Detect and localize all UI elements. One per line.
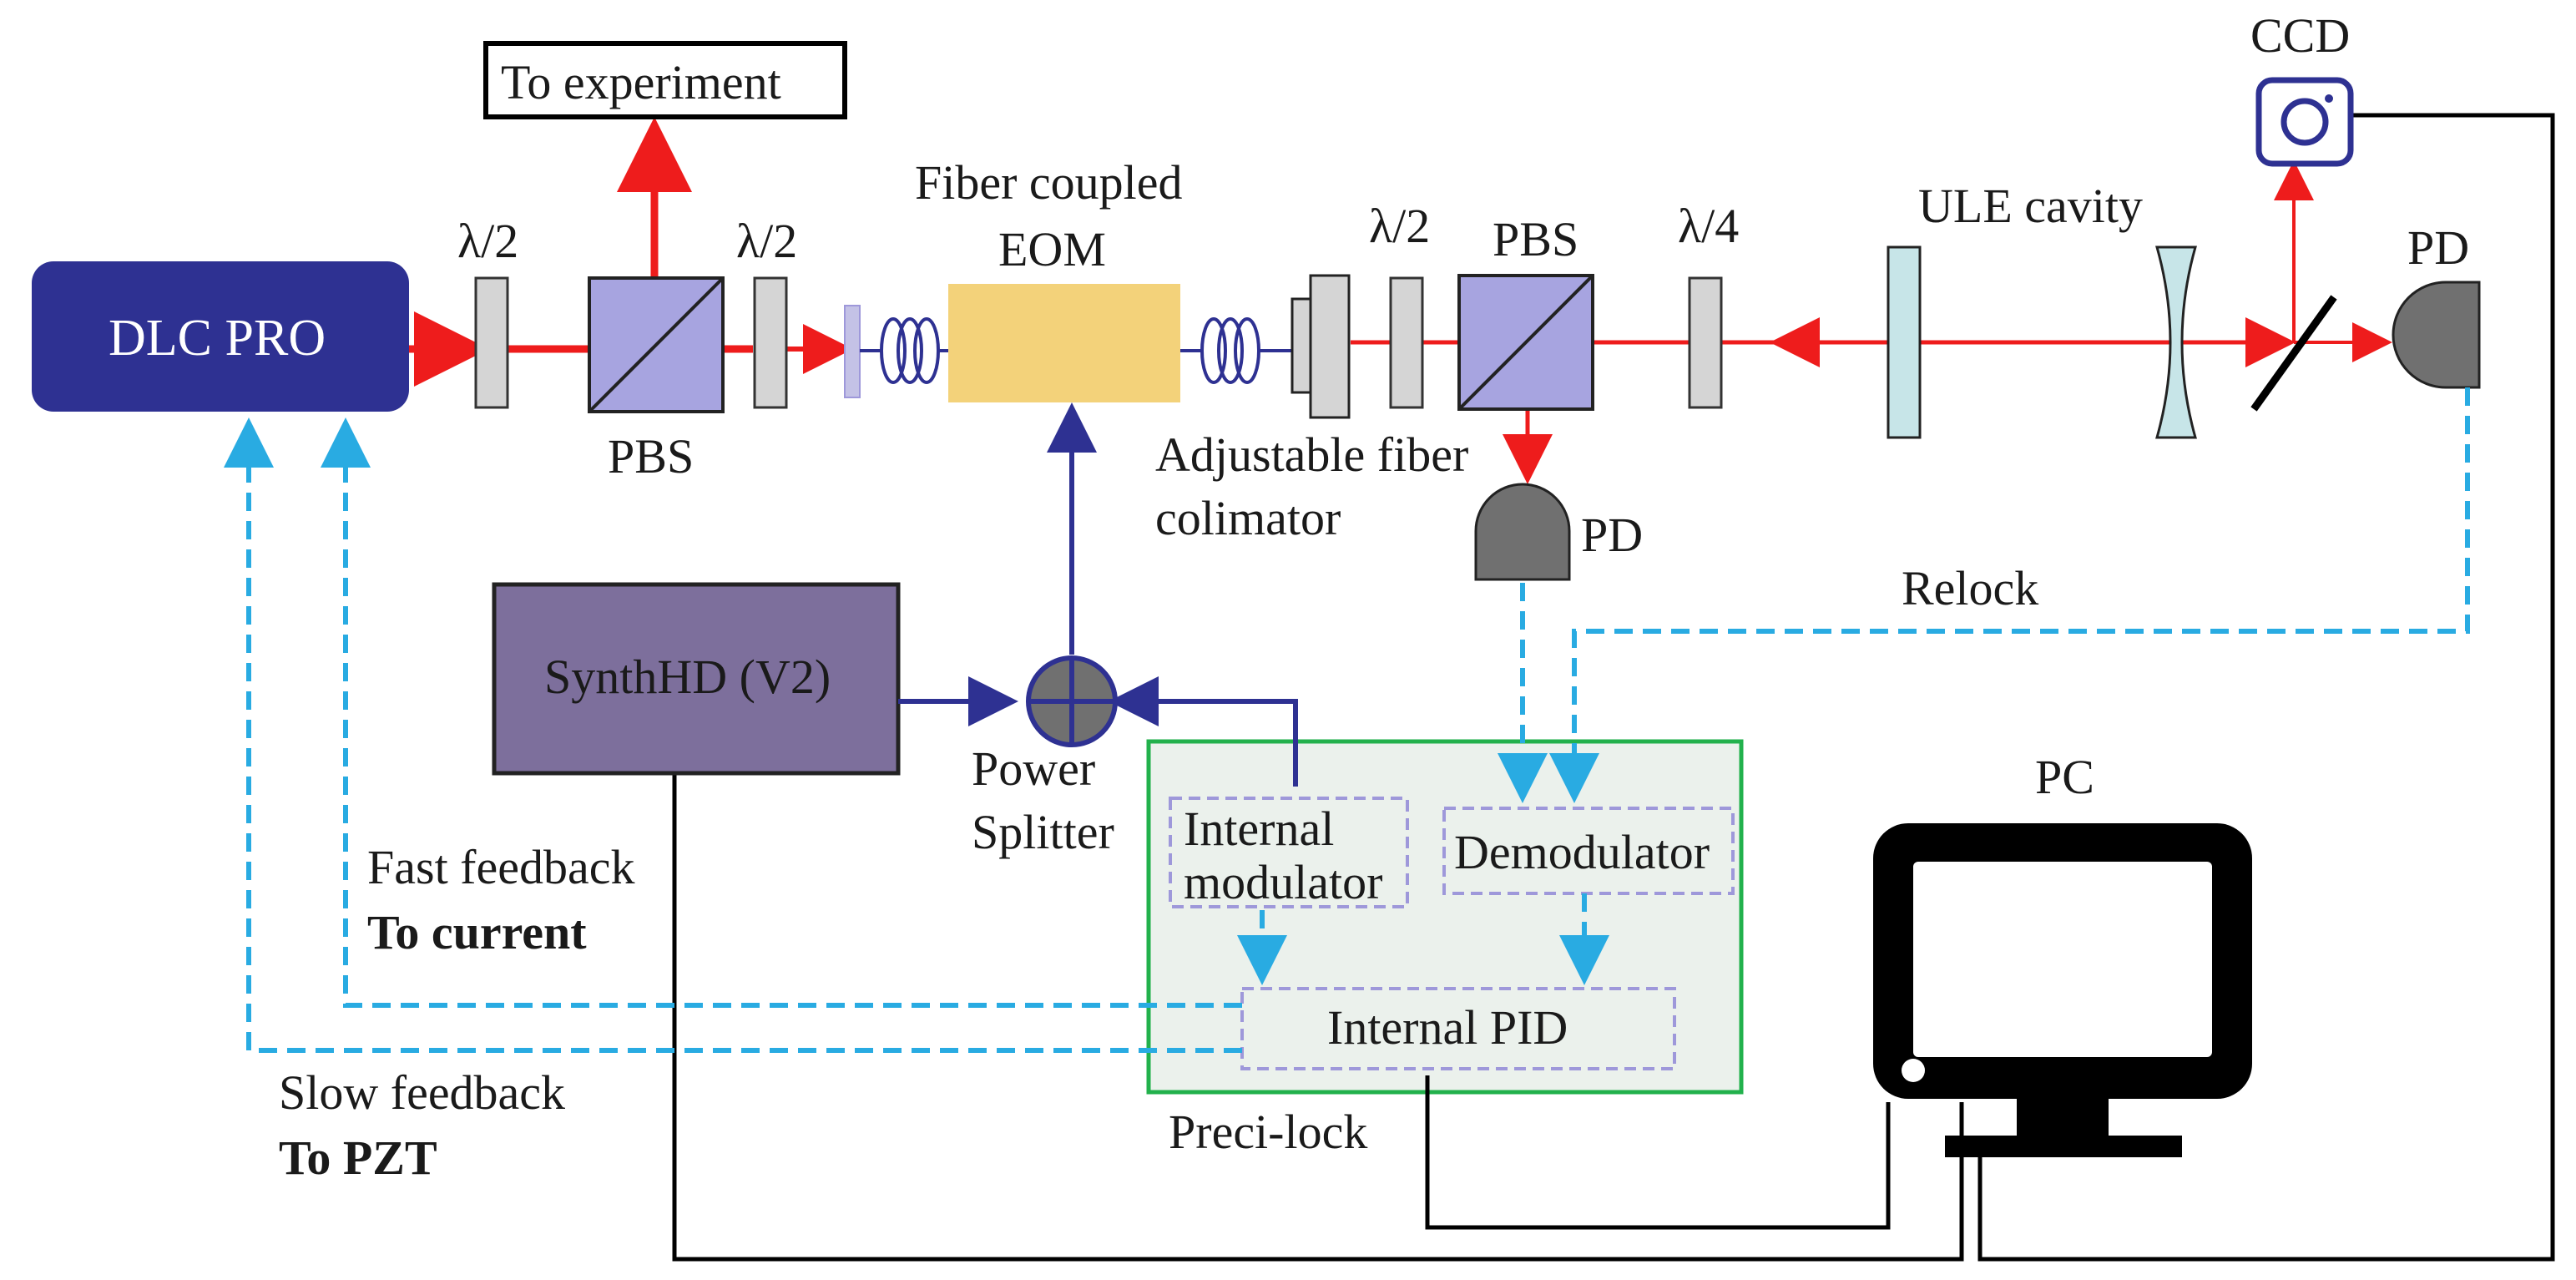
camera-lens-icon [2281, 98, 2329, 146]
internal-modulator-label-line1: Internal [1184, 802, 1334, 856]
pbs-1-label: PBS [608, 429, 694, 483]
pickoff-mirror [2250, 295, 2337, 412]
half-wave-plate-3: λ/2 [1369, 199, 1430, 409]
modulator-to-splitter [1109, 676, 1298, 787]
hwp-2-label: λ/2 [736, 214, 797, 268]
photodiode-reflection: PD [1474, 483, 1643, 581]
relock-label: Relock [1902, 561, 2038, 615]
fast-feedback-path [321, 417, 1242, 1008]
photodiode-transmission: PD [2392, 220, 2481, 389]
power-splitter-label-line2: Splitter [972, 805, 1114, 859]
slow-feedback-label: Slow feedback [279, 1065, 565, 1120]
preci-lock-to-pc-cable [1425, 1075, 1891, 1230]
to-experiment-label: To experiment [501, 55, 781, 109]
synthhd-generator: SynthHD (V2) [492, 582, 901, 776]
data-cables [672, 113, 2555, 1262]
pc-monitor-icon: PC [1873, 750, 2252, 1157]
eom-label-line1: Fiber coupled [915, 155, 1183, 210]
internal-modulator-block: Internal modulator [1169, 797, 1409, 909]
feedback-lines [224, 387, 2470, 1053]
ule-cavity: ULE cavity [1887, 179, 2197, 439]
fiber-coil-out-icon [1180, 317, 1292, 384]
fiber-coupled-eom: Fiber coupled EOM [844, 155, 1292, 402]
power-splitter-label-line1: Power [972, 741, 1095, 796]
hwp-1-label: λ/2 [457, 214, 518, 268]
laser-label: DLC PRO [109, 310, 326, 367]
to-experiment-box: To experiment [483, 41, 847, 119]
pbs-cube-1: PBS [588, 276, 725, 483]
internal-modulator-label-line2: modulator [1184, 855, 1382, 909]
fast-feedback-label: Fast feedback [367, 840, 634, 894]
pd-reflection-label: PD [1581, 508, 1643, 562]
pbs-2-label: PBS [1493, 212, 1578, 266]
qwp-label: λ/4 [1678, 199, 1739, 253]
preci-lock-label: Preci-lock [1169, 1105, 1367, 1159]
demodulator-label: Demodulator [1454, 825, 1710, 879]
demodulator-block: Demodulator [1442, 807, 1735, 895]
eom-label-line2: EOM [998, 222, 1106, 276]
fast-feedback-target-label: To current [367, 905, 587, 959]
ccd-to-pc-cable [1977, 113, 2555, 1262]
pbs-cube-2: PBS [1457, 212, 1594, 411]
pd-transmission-label: PD [2407, 220, 2469, 275]
fiber-coil-in-icon [860, 317, 948, 384]
ccd-camera: CCD [2250, 8, 2354, 167]
slow-feedback-path [224, 417, 1242, 1053]
power-splitter: Power Splitter [972, 655, 1118, 859]
pc-label: PC [2035, 750, 2094, 804]
collimator-label-line1: Adjustable fiber [1155, 428, 1468, 482]
slow-feedback-target-label: To PZT [279, 1131, 437, 1185]
synth-label: SynthHD (V2) [544, 650, 831, 704]
ccd-label: CCD [2250, 8, 2350, 63]
rf-lines [898, 402, 1298, 787]
collimator-label-line2: colimator [1155, 491, 1341, 545]
hwp-3-label: λ/2 [1369, 199, 1430, 253]
fiber-collimator: Adjustable fiber colimator [1155, 274, 1468, 545]
quarter-wave-plate: λ/4 [1678, 199, 1739, 409]
half-wave-plate-1: λ/2 [457, 214, 518, 409]
synth-to-pc-cable [672, 773, 1964, 1262]
laser-dlc-pro: DLC PRO [32, 261, 409, 412]
ule-cavity-label: ULE cavity [1918, 179, 2143, 233]
relock-path [1549, 387, 2470, 803]
internal-pid-label: Internal PID [1327, 1000, 1568, 1055]
ule-curved-mirror [2155, 245, 2197, 439]
internal-pid-block: Internal PID [1240, 987, 1676, 1070]
half-wave-plate-2: λ/2 [736, 214, 797, 409]
